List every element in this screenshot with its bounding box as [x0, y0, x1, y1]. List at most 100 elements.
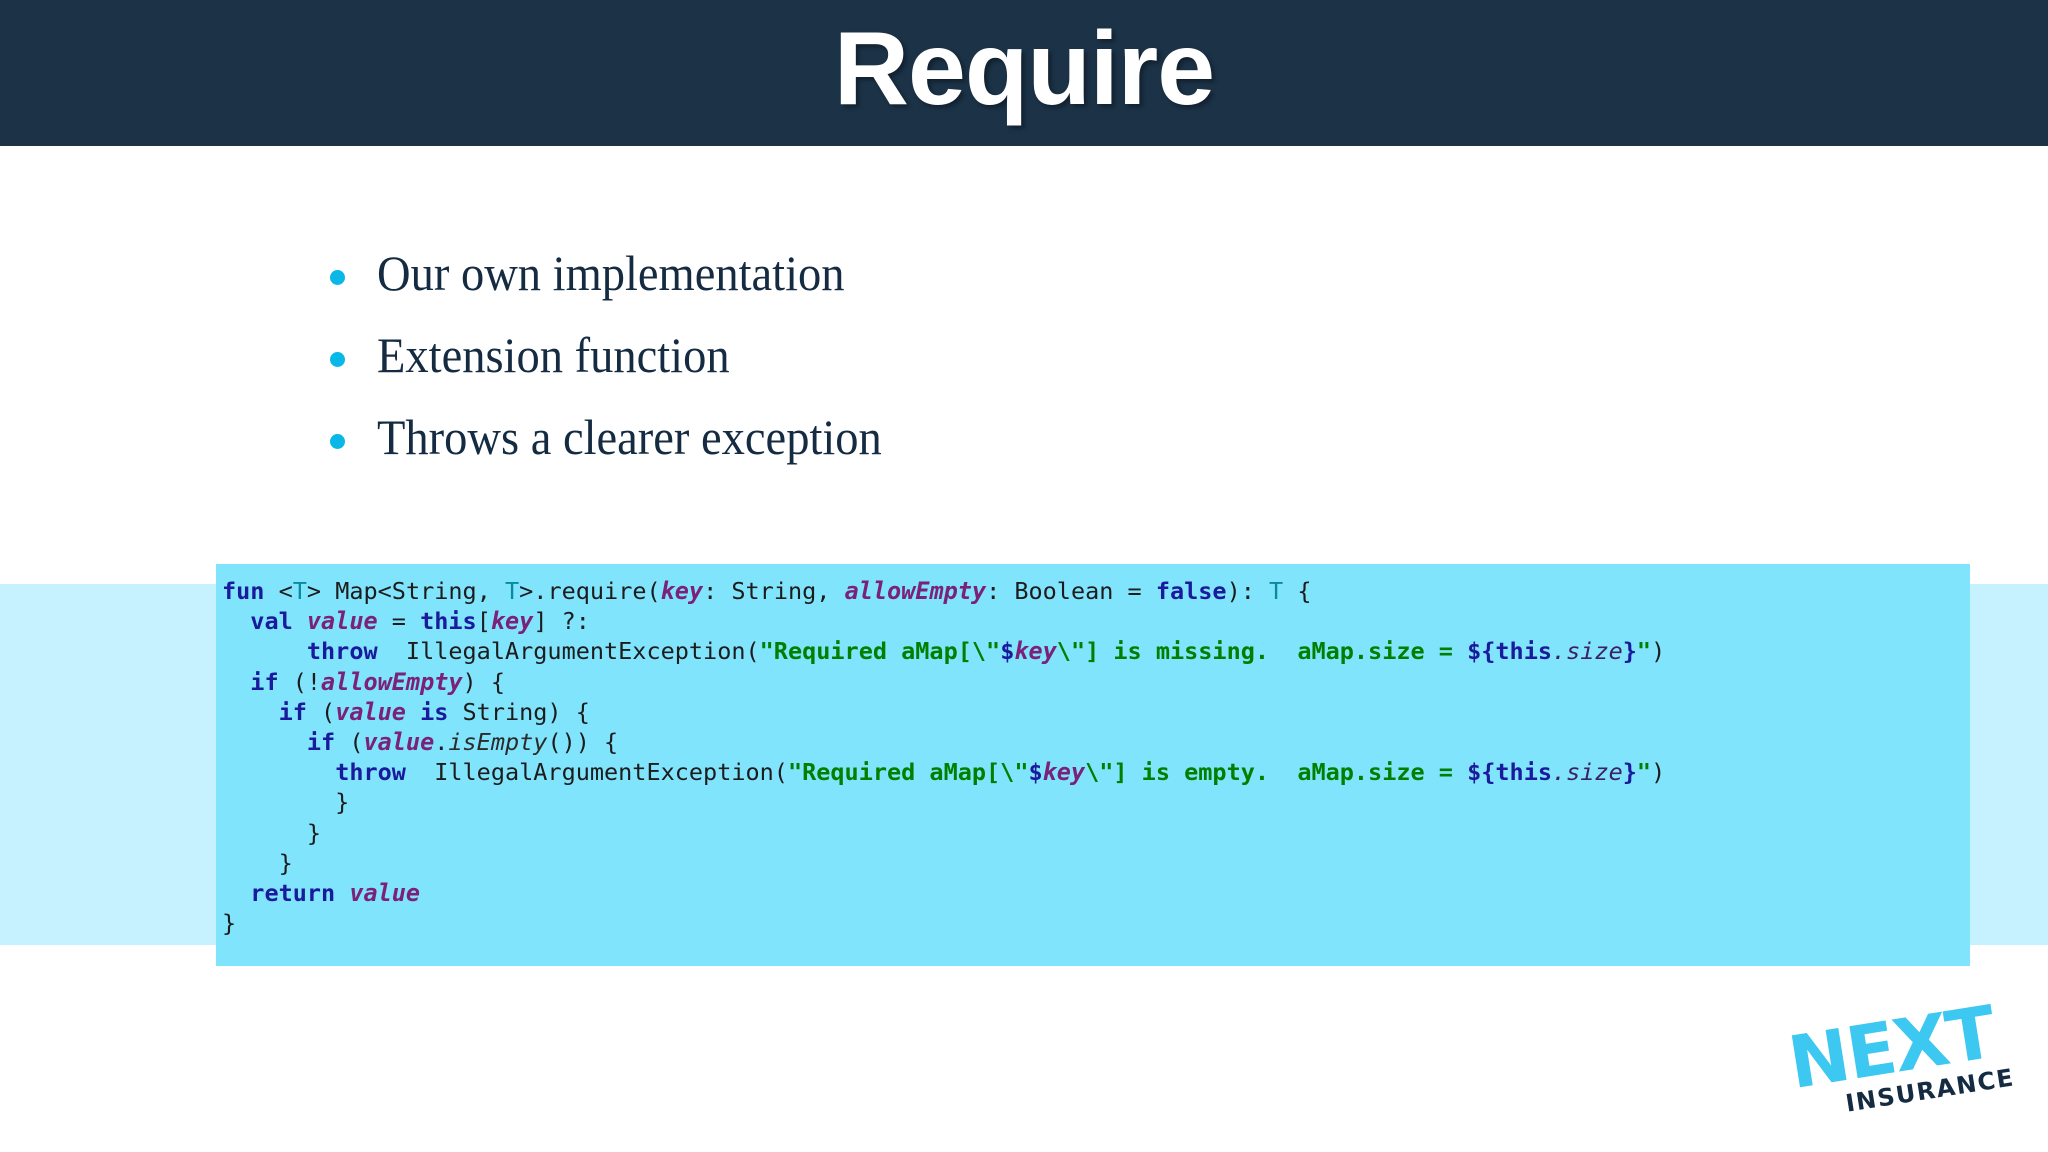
page-title: Require	[833, 11, 1215, 127]
code-token: false	[1155, 577, 1227, 605]
code-token	[222, 879, 250, 907]
code-token: IllegalArgumentException(	[377, 637, 760, 666]
code-token: this	[1495, 758, 1552, 787]
list-item: Throws a clearer exception	[330, 404, 1530, 486]
code-line: }	[222, 908, 1970, 938]
code-token: (	[335, 728, 364, 757]
code-token: }	[1622, 637, 1637, 666]
code-token: fun	[222, 577, 265, 605]
code-token: }	[1622, 758, 1637, 787]
code-line: if (!allowEmpty) {	[222, 667, 1970, 697]
code-token	[222, 758, 335, 786]
code-token: throw	[306, 637, 378, 666]
code-token: ):	[1226, 577, 1270, 605]
code-token: if	[278, 697, 307, 726]
code-token: =	[377, 607, 421, 636]
code-token	[335, 879, 349, 907]
code-token: is	[420, 697, 449, 726]
code-token: .size	[1552, 758, 1623, 787]
bullet-list: Our own implementation Extension functio…	[330, 240, 1530, 486]
code-token: val	[250, 607, 293, 636]
code-token: isEmpty	[448, 728, 548, 757]
code-token: >.require(	[519, 577, 661, 605]
code-line: }	[222, 787, 1970, 817]
code-token: value	[349, 879, 421, 908]
code-token: }	[222, 818, 322, 847]
code-line: val value = this[key] ?:	[222, 606, 1970, 636]
code-token: key	[1042, 758, 1086, 787]
code-token: key	[660, 577, 704, 605]
code-token: IllegalArgumentException(	[405, 758, 788, 787]
slide-header-band	[0, 0, 2048, 146]
code-line: fun <T> Map<String, T>.require(key: Stri…	[222, 576, 1970, 606]
code-token: \"] is missing. aMap.size =	[1056, 637, 1468, 666]
code-token: "	[1636, 758, 1652, 787]
next-insurance-logo: NEXT INSURANCE	[1782, 990, 2022, 1134]
code-token	[406, 698, 420, 726]
code-lines-container: fun <T> Map<String, T>.require(key: Stri…	[222, 576, 1970, 938]
code-token: ${	[1467, 637, 1496, 666]
code-token: $	[1000, 637, 1015, 666]
code-token: value	[335, 697, 406, 726]
bullet-label: Extension function	[377, 327, 730, 383]
code-line: if (value.isEmpty()) {	[222, 727, 1970, 757]
code-token: T	[292, 577, 307, 605]
code-token: T	[1269, 577, 1284, 605]
code-token	[264, 577, 278, 605]
code-token: > Map<String,	[306, 577, 505, 605]
code-block: fun <T> Map<String, T>.require(key: Stri…	[216, 564, 1970, 966]
code-token: $	[1028, 758, 1043, 787]
code-token: (	[306, 697, 336, 726]
code-token: if	[250, 667, 279, 696]
code-line: throw IllegalArgumentException("Required…	[222, 757, 1970, 787]
code-token: value	[363, 728, 435, 757]
code-token: [	[476, 607, 491, 636]
code-token: return	[250, 879, 336, 908]
code-token: throw	[335, 758, 406, 787]
code-token	[222, 698, 279, 726]
code-token: value	[306, 607, 378, 636]
code-line: if (value is String) {	[222, 697, 1970, 727]
bullet-dot-icon	[330, 434, 345, 449]
list-item: Extension function	[330, 322, 1530, 404]
code-token: this	[1495, 637, 1552, 666]
code-token	[222, 607, 250, 635]
code-token: allowEmpty	[321, 667, 463, 696]
code-token: }	[222, 788, 350, 817]
code-token: <	[278, 577, 293, 605]
code-token: ()) {	[547, 728, 619, 757]
code-token: key	[490, 607, 534, 636]
code-token: if	[306, 728, 336, 757]
bullet-dot-icon	[330, 270, 345, 285]
code-token: allowEmpty	[844, 577, 987, 605]
code-line: throw IllegalArgumentException("Required…	[222, 636, 1970, 666]
bullet-label: Our own implementation	[377, 245, 845, 301]
code-token: }	[222, 848, 293, 877]
code-token: ${	[1467, 758, 1496, 787]
code-token: String) {	[448, 697, 590, 726]
code-token: \"] is empty. aMap.size =	[1085, 758, 1468, 787]
code-token: .size	[1552, 637, 1623, 666]
code-token: T	[505, 577, 520, 605]
code-token	[222, 637, 307, 665]
code-token: .	[434, 728, 449, 757]
code-token	[222, 728, 307, 756]
code-token: key	[1014, 637, 1057, 666]
code-token: this	[420, 607, 477, 636]
code-token: ) {	[462, 667, 505, 696]
code-token: (!	[278, 667, 322, 696]
code-token: : Boolean =	[986, 577, 1156, 605]
code-token: ] ?:	[533, 607, 590, 636]
code-line: }	[222, 818, 1970, 848]
code-token: )	[1651, 637, 1666, 666]
code-line: return value	[222, 878, 1970, 908]
code-token: "Required aMap[\"	[787, 758, 1029, 787]
code-token: )	[1651, 758, 1666, 787]
code-token: }	[222, 909, 237, 938]
code-token: {	[1283, 577, 1312, 605]
code-token: : String,	[703, 577, 845, 605]
code-token	[293, 607, 307, 635]
list-item: Our own implementation	[330, 240, 1530, 322]
code-token: "Required aMap[\"	[759, 637, 1001, 666]
code-token: "	[1636, 637, 1652, 666]
